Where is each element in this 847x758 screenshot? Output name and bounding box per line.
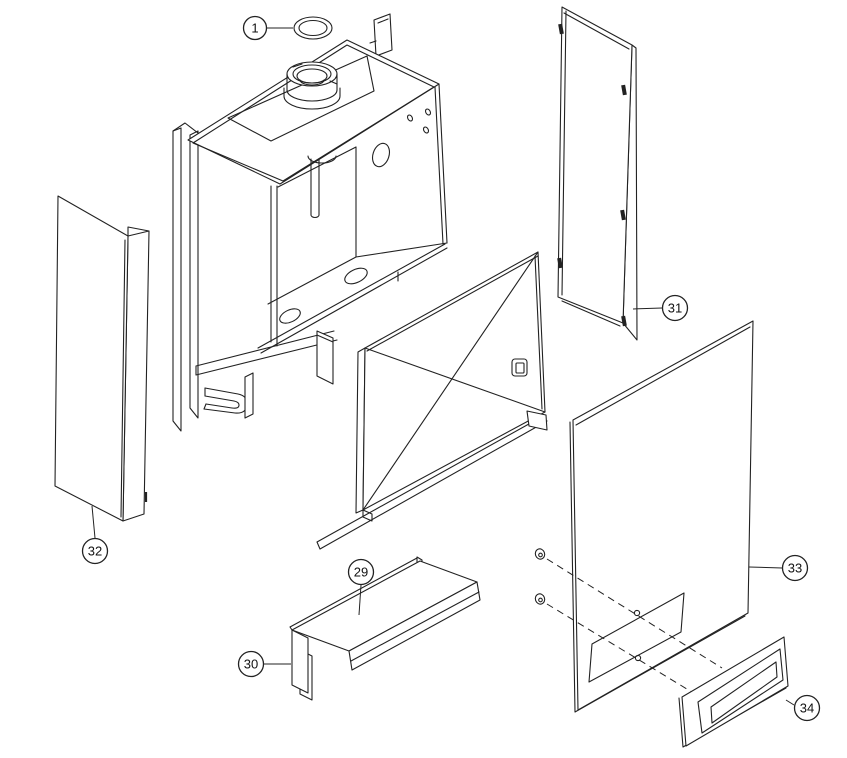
callout-30-label: 30 [244,657,258,672]
callout-31: 31 [632,294,689,322]
right-side-panel-part [557,6,638,341]
panel-clip [621,315,627,327]
callout-1: 1 [242,15,293,41]
bottom-knockout-hole [344,267,368,285]
screw-alignment-line [546,558,723,669]
callout-30-circle [237,650,265,678]
callout-1-label: 1 [251,21,258,36]
callout-31-circle [661,294,689,322]
flat-tab-bracket [316,330,334,385]
insulation-panel [316,251,548,550]
callout-33-label: 33 [788,561,802,576]
side-oval-knockout [371,142,391,168]
callout-29-label: 29 [354,565,368,580]
interior-pipe [307,155,337,219]
callout-34: 34 [785,694,821,722]
callout-34-label: 34 [800,701,814,716]
panel-clip [620,209,626,221]
callout-1-circle [242,15,268,41]
flue-collar [283,61,341,110]
panel-clip [557,257,563,269]
bottom-retainer-rail [316,414,548,550]
bottom-knockout-hole [279,308,301,324]
callout-34-circle [793,694,821,722]
left-flange-strips [172,122,199,432]
gasket-ring-part [293,16,333,40]
bottom-channel-part [289,556,481,701]
mounting-screw [534,593,546,605]
callout-32-circle [81,537,109,565]
callout-33: 33 [748,554,809,582]
callout-29: 29 [347,558,375,616]
left-side-panel-part [54,195,150,522]
vent-cutout-outline [588,592,685,683]
panel-cross-marking [362,251,546,511]
screw-hole [634,654,642,662]
cabinet-assembly [172,13,448,432]
callout-30: 30 [237,650,291,678]
callout-33-circle [781,554,809,582]
vent-bezel-part [678,636,789,748]
callout-32-label: 32 [88,544,102,559]
callout-29-circle [347,558,375,586]
panel-clip [558,23,564,35]
end-bracket-part [291,629,313,701]
rear-mount-tab [369,13,393,57]
callout-32: 32 [81,505,109,565]
panel-clip [621,84,627,96]
callout-31-label: 31 [668,301,682,316]
j-hook-bracket [203,372,254,419]
screw-alignment-line [546,603,706,701]
cabinet-interior [267,146,448,347]
cabinet-right-face [371,83,448,245]
cabinet-bottom-rails [195,243,448,376]
front-panel-part [534,320,754,713]
mounting-screw [534,548,546,560]
